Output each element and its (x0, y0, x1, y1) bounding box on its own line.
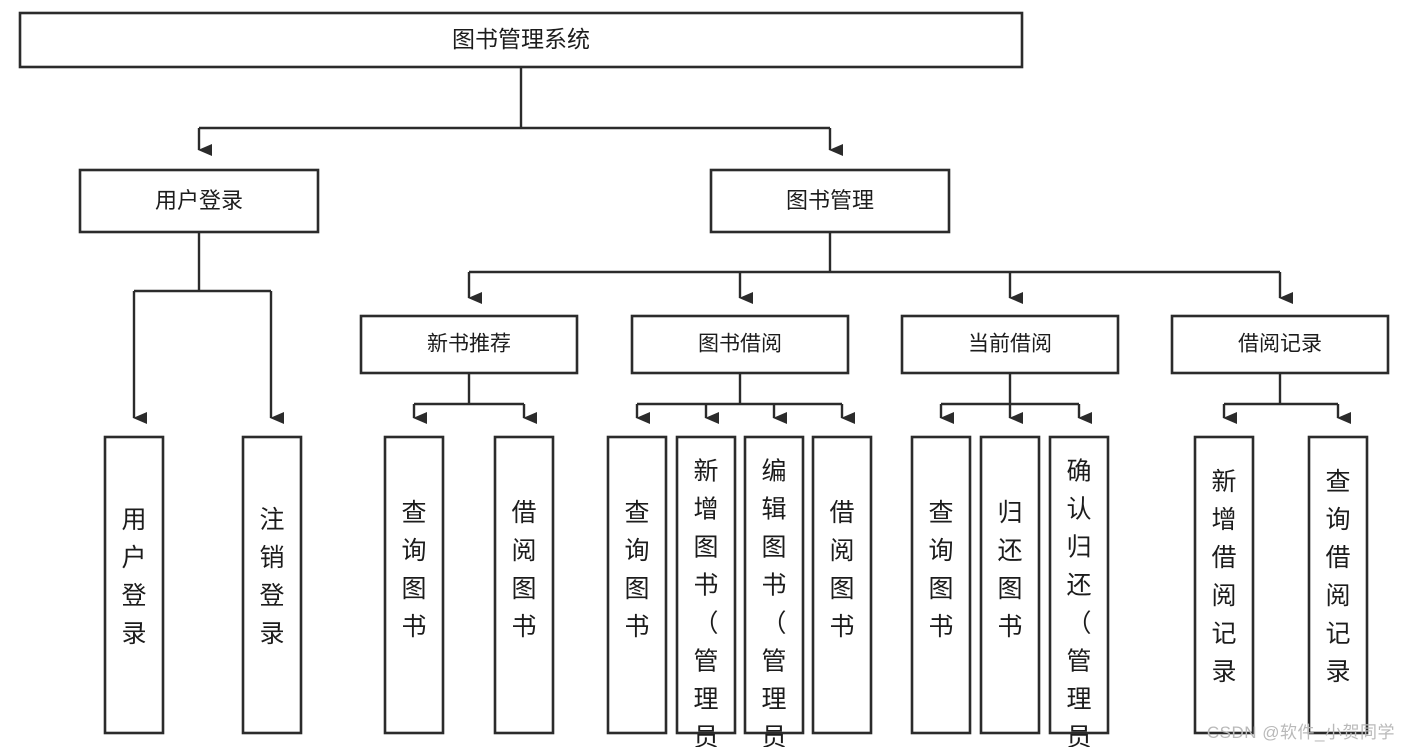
leaf-current-borrow-1[interactable]: 查询图书 (910, 435, 972, 735)
leaf-book-borrow-2-box (675, 435, 737, 735)
leaf-borrow-record-2[interactable]: 查询借阅记录 (1307, 435, 1369, 735)
leaf-borrow-record-1[interactable]: 新增借阅记录 (1193, 435, 1255, 735)
leaf-new-book-1[interactable]: 查询图书 (383, 435, 445, 735)
node-book-borrow-box (630, 314, 850, 375)
leaf-current-borrow-3-label: 确认归还（管理员） (1066, 457, 1091, 747)
leaf-current-borrow-3[interactable]: 确认归还（管理员） (1048, 435, 1110, 747)
leaf-book-borrow-1[interactable]: 查询图书 (606, 435, 668, 735)
leaf-borrow-record-2-box (1307, 435, 1369, 735)
leaf-current-borrow-3-box (1048, 435, 1110, 735)
node-book-manage-box (709, 168, 951, 234)
leaf-new-book-2-box (493, 435, 555, 735)
leaf-book-borrow-4[interactable]: 借阅图书 (811, 435, 873, 735)
connector-group-user-login (132, 232, 284, 424)
leaf-borrow-record-1-box (1193, 435, 1255, 735)
leaf-book-borrow-1-box (606, 435, 668, 735)
node-new-book-recommend-label: 新书推荐 (427, 333, 511, 356)
node-new-book-recommend-box (359, 314, 579, 375)
leaf-borrow-record-1-label: 新增借阅记录 (1211, 468, 1236, 686)
leaf-user-login-2-label: 注销登录 (259, 506, 284, 648)
leaf-book-borrow-3[interactable]: 编辑图书（管理员） (743, 435, 805, 747)
leaf-current-borrow-1-box (910, 435, 972, 735)
leaf-book-borrow-3-box (743, 435, 805, 735)
leaf-user-login-1-label: 用户登录 (121, 506, 146, 648)
leaf-borrow-record-2-label: 查询借阅记录 (1325, 468, 1350, 686)
leaf-current-borrow-1-label: 查询图书 (928, 499, 953, 641)
connector-group-borrow-record (1222, 373, 1351, 424)
csdn-watermark: CSDN @软件_小贺同学 (1206, 723, 1395, 742)
leaf-user-login-2-box (241, 435, 303, 735)
node-root-system[interactable]: 图书管理系统 (18, 11, 1024, 69)
node-root-system-label: 图书管理系统 (452, 26, 590, 52)
leaf-book-borrow-3-label: 编辑图书（管理员） (761, 457, 786, 747)
node-book-borrow-label: 图书借阅 (698, 333, 782, 356)
leaf-book-borrow-2[interactable]: 新增图书（管理员） (675, 435, 737, 747)
node-current-borrow-box (900, 314, 1120, 375)
leaf-current-borrow-2-box (979, 435, 1041, 735)
leaf-new-book-2[interactable]: 借阅图书 (493, 435, 555, 735)
leaf-book-borrow-1-label: 查询图书 (624, 499, 649, 641)
leaf-new-book-2-label: 借阅图书 (511, 499, 536, 641)
node-root-system-box (18, 11, 1024, 69)
node-borrow-record-label: 借阅记录 (1238, 333, 1322, 356)
connector-group-book-manage (467, 232, 1293, 304)
node-user-login-box (78, 168, 320, 234)
node-new-book-recommend[interactable]: 新书推荐 (359, 314, 579, 375)
node-user-login[interactable]: 用户登录 (78, 168, 320, 234)
leaf-new-book-1-box (383, 435, 445, 735)
node-borrow-record-box (1170, 314, 1390, 375)
connector-group-root (197, 67, 843, 156)
leaf-current-borrow-2-label: 归还图书 (997, 499, 1022, 641)
node-current-borrow-label: 当前借阅 (968, 333, 1052, 356)
node-current-borrow[interactable]: 当前借阅 (900, 314, 1120, 375)
node-book-manage-label: 图书管理 (786, 188, 874, 213)
leaf-new-book-1-label: 查询图书 (401, 499, 426, 641)
node-book-borrow[interactable]: 图书借阅 (630, 314, 850, 375)
leaf-user-login-2[interactable]: 注销登录 (241, 435, 303, 735)
node-user-login-label: 用户登录 (155, 188, 243, 213)
leaf-user-login-1[interactable]: 用户登录 (103, 435, 165, 735)
leaf-book-borrow-2-label: 新增图书（管理员） (693, 457, 718, 747)
leaf-book-borrow-4-box (811, 435, 873, 735)
connector-group-current-borrow (939, 373, 1092, 424)
node-borrow-record[interactable]: 借阅记录 (1170, 314, 1390, 375)
leaf-current-borrow-2[interactable]: 归还图书 (979, 435, 1041, 735)
node-book-manage[interactable]: 图书管理 (709, 168, 951, 234)
leaf-book-borrow-4-label: 借阅图书 (829, 499, 854, 641)
connector-group-book-borrow (635, 373, 855, 424)
leaf-user-login-1-box (103, 435, 165, 735)
connector-group-new-book (412, 373, 537, 424)
